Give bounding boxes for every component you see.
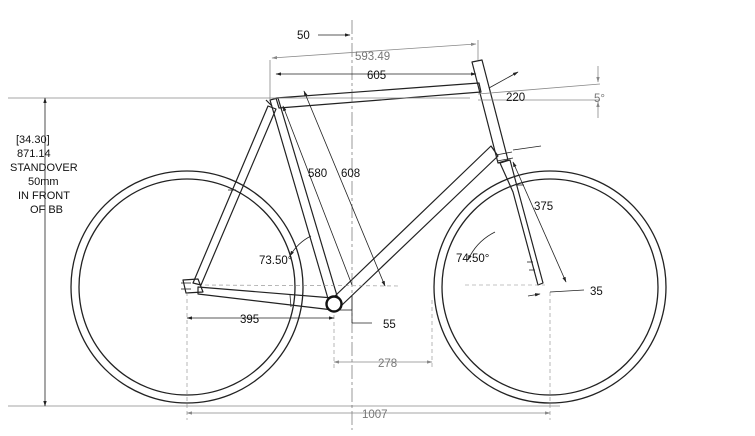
label-fork-offset: 35 <box>590 286 603 298</box>
standover-line2: 50mm <box>28 176 59 188</box>
standover-annotation: [34.30] 871.14 STANDOVER 50mm IN FRONT O… <box>10 134 78 216</box>
bottom-bracket <box>325 295 343 313</box>
dimension-lines <box>43 33 600 415</box>
label-chainstay: 395 <box>240 314 259 326</box>
fork <box>499 159 544 286</box>
reference-lines <box>8 20 601 430</box>
standover-line3: IN FRONT <box>18 190 70 202</box>
label-head-tube-length: 220 <box>506 92 525 104</box>
seat-stay <box>192 105 277 286</box>
label-fork-length: 375 <box>534 201 553 213</box>
label-front-center-offset: 278 <box>378 358 397 370</box>
top-tube <box>275 82 482 109</box>
dimension-labels: 50 593.49 605 220 5° 580 608 73.50° 74.5… <box>240 30 605 421</box>
label-setback: 50 <box>297 30 310 42</box>
label-seat-angle: 73.50° <box>259 255 292 267</box>
label-seat-tube-ctc: 608 <box>341 168 360 180</box>
standover-mm: 871.14 <box>17 148 51 160</box>
label-top-tube: 605 <box>367 70 386 82</box>
label-wheelbase: 1007 <box>362 409 388 421</box>
label-seat-tube-ctt: 580 <box>308 168 327 180</box>
standover-line1: STANDOVER <box>10 162 78 174</box>
label-top-tube-slope: 5° <box>594 93 605 105</box>
label-bb-drop: 55 <box>383 319 396 331</box>
seat-tube <box>269 97 339 303</box>
standover-line4: OF BB <box>30 204 63 216</box>
rear-wheel <box>70 170 304 404</box>
frame <box>181 59 544 313</box>
label-effective-top-tube: 593.49 <box>355 51 390 63</box>
chain-stay <box>197 286 334 311</box>
standover-inches: [34.30] <box>16 134 50 146</box>
label-head-angle: 74.50° <box>456 253 489 265</box>
